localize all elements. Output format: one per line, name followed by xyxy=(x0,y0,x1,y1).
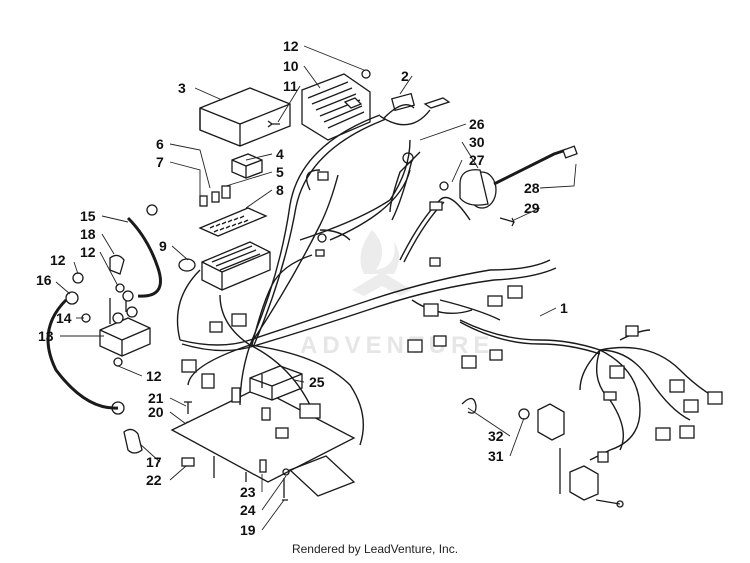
part-connector-2 xyxy=(390,92,451,112)
part-ignition-coil xyxy=(439,169,497,209)
callout-1: 1 xyxy=(560,300,568,316)
callout-11: 11 xyxy=(283,78,298,94)
callout-13: 13 xyxy=(38,328,54,344)
wire-cable-15 xyxy=(126,216,162,298)
callout-12-top: 12 xyxy=(283,38,299,54)
callout-12-mid: 12 xyxy=(80,244,96,260)
part-relay-4 xyxy=(231,153,263,179)
callout-20: 20 xyxy=(148,404,164,420)
part-screws-23-24 xyxy=(259,459,290,501)
part-fuse-box xyxy=(199,87,291,147)
part-spark-boot-28 xyxy=(562,145,578,159)
watermark-logo: ADVENTURE xyxy=(300,230,494,359)
callout-26: 26 xyxy=(469,116,485,132)
callout-28: 28 xyxy=(524,180,540,196)
part-clip-32 xyxy=(461,397,477,414)
part-mounting-plate-19 xyxy=(170,387,356,483)
callout-23: 23 xyxy=(240,484,256,500)
callout-12-low: 12 xyxy=(146,368,162,384)
part-terminals-12-16 xyxy=(65,272,134,367)
part-voltage-regulator xyxy=(301,73,371,141)
callout-5: 5 xyxy=(276,164,284,180)
callout-15: 15 xyxy=(80,208,96,224)
callout-10: 10 xyxy=(283,58,299,74)
callout-6: 6 xyxy=(156,136,164,152)
callout-25: 25 xyxy=(309,374,325,390)
part-nut-top xyxy=(361,69,371,79)
callout-18: 18 xyxy=(80,226,96,242)
wire-spark-plug-lead xyxy=(493,148,567,186)
callout-7: 7 xyxy=(156,154,164,170)
part-relays-25 xyxy=(249,365,303,401)
part-cable-boot-17 xyxy=(123,428,143,454)
watermark-text: ADVENTURE xyxy=(300,332,494,359)
wire-battery-cable-17 xyxy=(46,298,119,410)
part-fuses-5-6-7 xyxy=(199,185,231,207)
part-pad xyxy=(288,455,356,497)
leader-lines xyxy=(55,45,577,531)
part-boot-18 xyxy=(109,254,125,275)
callout-4: 4 xyxy=(276,146,284,162)
callout-30: 30 xyxy=(469,134,485,150)
callout-19: 19 xyxy=(240,522,256,538)
callout-3: 3 xyxy=(178,80,186,96)
callout-29: 29 xyxy=(524,200,540,216)
callout-labels: 12 10 11 3 2 6 7 4 5 8 9 26 30 27 28 29 … xyxy=(36,38,568,538)
callout-31: 31 xyxy=(488,448,504,464)
callout-14: 14 xyxy=(56,310,72,326)
callout-9: 9 xyxy=(159,238,167,254)
callout-2: 2 xyxy=(401,68,409,84)
harness-connectors xyxy=(181,152,723,463)
footer-credit: Rendered by LeadVenture, Inc. xyxy=(291,542,459,556)
part-clip-9 xyxy=(178,258,196,272)
callout-16: 16 xyxy=(36,272,52,288)
callout-12-left: 12 xyxy=(50,252,66,268)
part-screw-29 xyxy=(499,217,515,227)
callout-21: 21 xyxy=(148,390,164,406)
main-wiring-harness xyxy=(176,104,721,461)
part-fuse-block-9 xyxy=(201,241,271,291)
callout-27: 27 xyxy=(469,152,485,168)
callout-8: 8 xyxy=(276,182,284,198)
callout-32: 32 xyxy=(488,428,504,444)
callout-17: 17 xyxy=(146,454,162,470)
part-screw-11 xyxy=(267,120,280,128)
callout-24: 24 xyxy=(240,502,256,518)
part-fuse-panel-8 xyxy=(198,207,268,237)
callout-22: 22 xyxy=(146,472,162,488)
part-starter-solenoid xyxy=(99,292,151,357)
